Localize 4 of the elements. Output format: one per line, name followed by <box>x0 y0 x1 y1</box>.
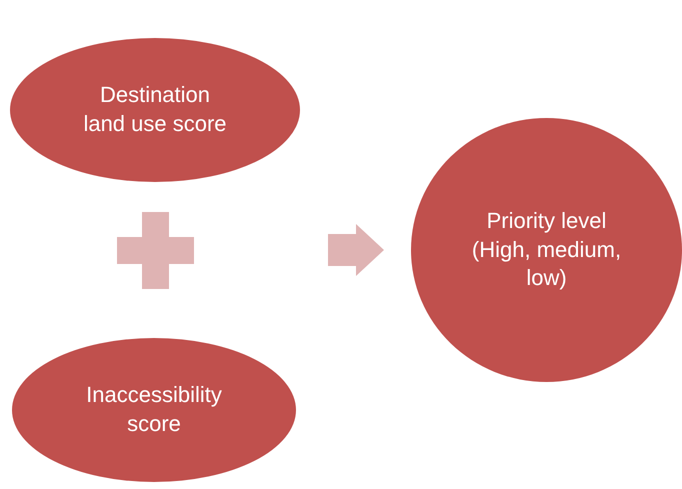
block-arrow <box>328 224 384 276</box>
node-label: Inaccessibility score <box>85 381 223 438</box>
node-label: Destination land use score <box>82 81 228 138</box>
node-label: Priority level (High, medium, low) <box>470 207 622 292</box>
